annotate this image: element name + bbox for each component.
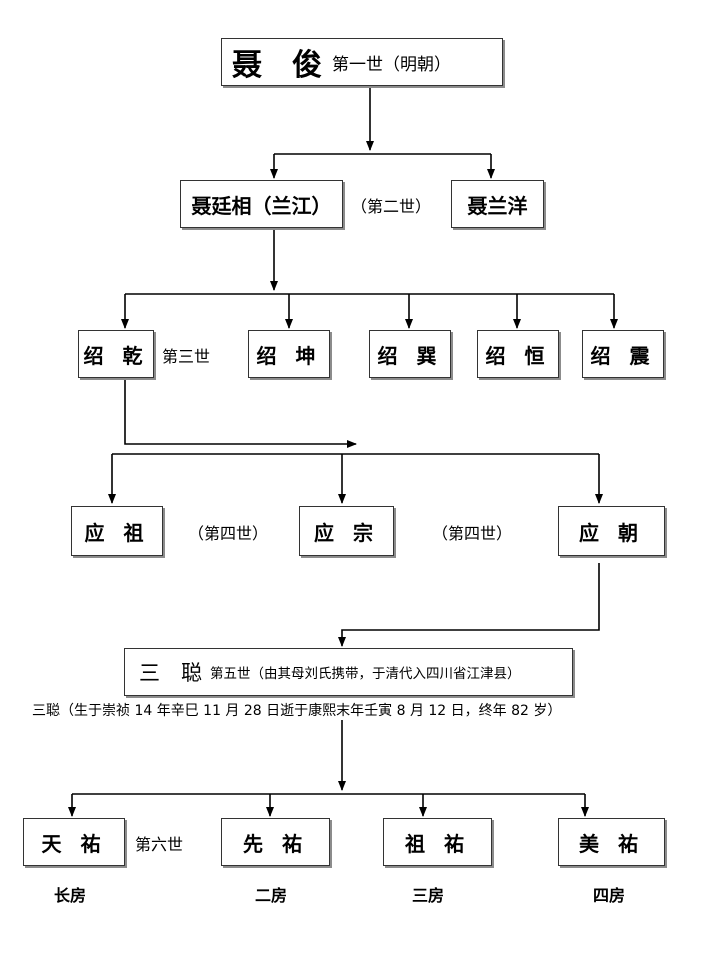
gen2-tingxiang-name: 聂廷相（兰江） (191, 193, 332, 218)
gen3-shaozhen-name: 绍 震 (590, 343, 656, 368)
house-label-4: 四房 (593, 886, 626, 905)
gen1-label: 第一世（明朝） (332, 54, 451, 75)
house-label-3: 三房 (412, 886, 445, 905)
gen2-label: （第二世） (351, 197, 432, 216)
gen6-xianyou-name: 先 祐 (243, 831, 308, 856)
gen3-label: 第三世 (162, 347, 211, 366)
gen1-name: 聂 俊 (232, 48, 322, 83)
gen3-shaoheng-box: 绍 恒 (477, 330, 559, 378)
gen3-shaoqian-name: 绍 乾 (83, 343, 149, 368)
gen5-sancong-name: 三 聪 (139, 661, 202, 685)
gen4-label-left: （第四世） (188, 524, 269, 543)
gen3-shaoqian-box: 绍 乾 (78, 330, 154, 378)
gen2-lanyang-box: 聂兰洋 (451, 180, 544, 228)
line-shaoqian-down (124, 378, 357, 448)
gen4-yingchao-box: 应 朝 (558, 506, 665, 556)
gen2-tingxiang-box: 聂廷相（兰江） (180, 180, 343, 228)
gen3-shaoxun-box: 绍 巽 (369, 330, 451, 378)
gen6-xianyou-box: 先 祐 (221, 818, 330, 866)
gen4-yingzu-name: 应 祖 (84, 520, 150, 545)
gen4-yingzu-box: 应 祖 (71, 506, 163, 556)
gen6-zuyou-name: 祖 祐 (405, 831, 470, 856)
gen4-yingchao-name: 应 朝 (579, 520, 644, 545)
gen4-yingzong-name: 应 宗 (314, 520, 379, 545)
gen5-sancong-box: 三 聪 第五世（由其母刘氏携带，于清代入四川省江津县） (124, 648, 573, 696)
gen6-tianyou-box: 天 祐 (23, 818, 125, 866)
gen4-label-right: （第四世） (432, 524, 513, 543)
gen2-lanyang-name: 聂兰洋 (467, 193, 528, 218)
gen5-note: 三聪（生于崇祯 14 年辛巳 11 月 28 日逝于康熙末年壬寅 8 月 12 … (32, 703, 562, 719)
house-label-2: 二房 (255, 886, 288, 905)
gen6-label: 第六世 (135, 835, 184, 854)
gen4-yingzong-box: 应 宗 (299, 506, 394, 556)
gen6-tianyou-name: 天 祐 (41, 831, 107, 856)
gen3-shaozhen-box: 绍 震 (582, 330, 664, 378)
gen6-zuyou-box: 祖 祐 (383, 818, 492, 866)
gen1-box: 聂 俊 第一世（明朝） (221, 38, 503, 86)
gen6-meiyou-name: 美 祐 (579, 831, 644, 856)
gen3-shaoheng-name: 绍 恒 (485, 343, 551, 368)
gen6-meiyou-box: 美 祐 (558, 818, 665, 866)
house-label-1: 长房 (54, 886, 87, 905)
gen3-shaokun-box: 绍 坤 (248, 330, 330, 378)
gen3-shaokun-name: 绍 坤 (256, 343, 322, 368)
line-yingchao-down (338, 563, 600, 647)
gen5-label: 第五世（由其母刘氏携带，于清代入四川省江津县） (210, 666, 521, 682)
gen3-shaoxun-name: 绍 巽 (377, 343, 443, 368)
